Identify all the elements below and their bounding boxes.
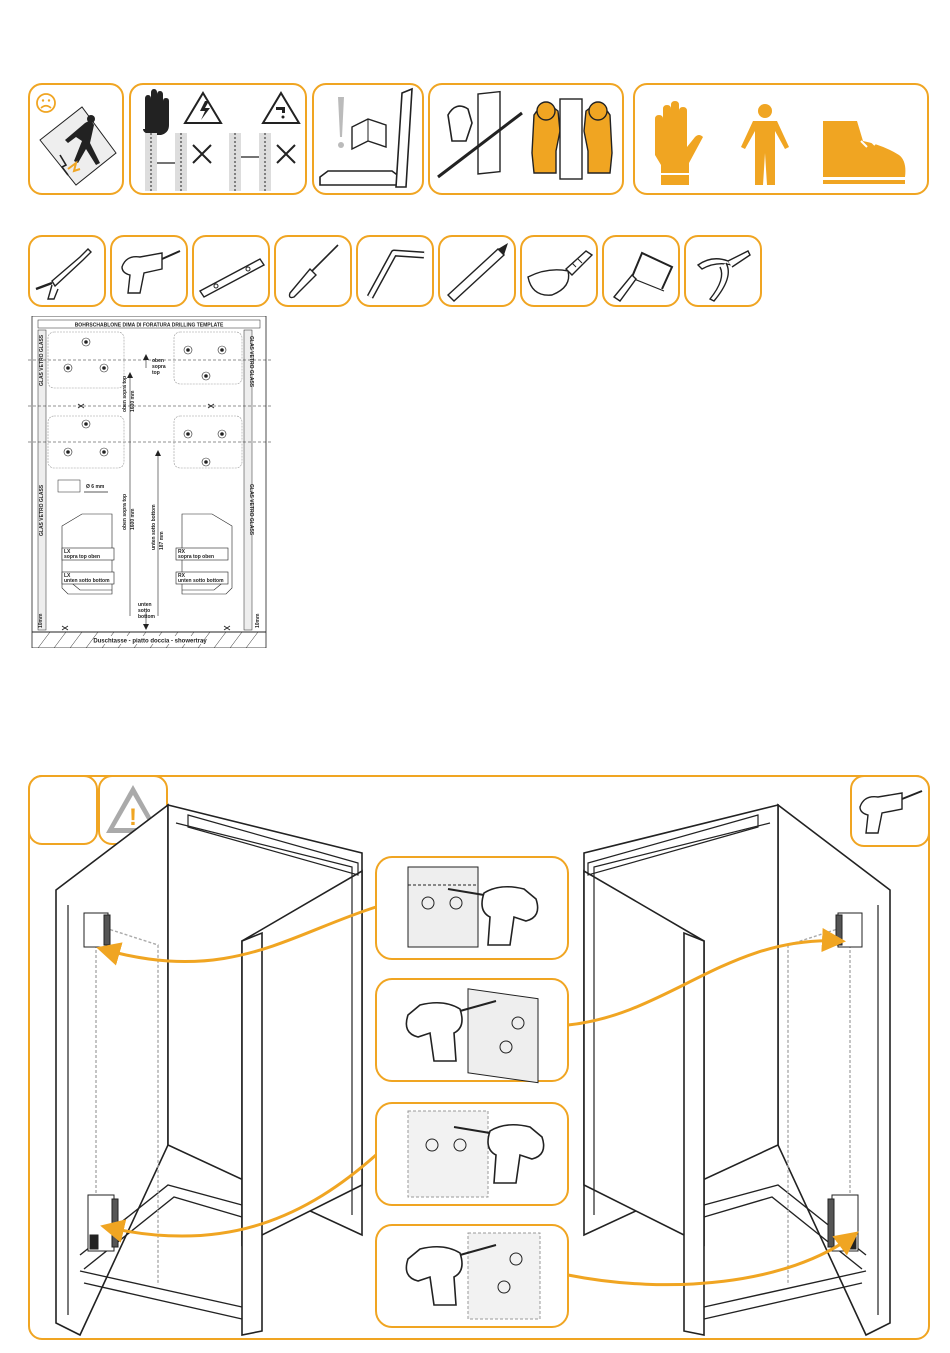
shower-tray-icon (319, 87, 413, 188)
bottom-label-1: unten (138, 602, 152, 608)
detail-callout-2 (375, 978, 569, 1084)
falling-glass-icon (39, 106, 117, 186)
scissors-icon (77, 403, 85, 409)
template-header: BOHRSCHABLONE DIMA DI FORATURA DRILLING … (75, 323, 224, 329)
lx-top-1: LX (64, 549, 71, 555)
electric-hazard-icon (183, 91, 223, 124)
tape-measure-icon (527, 250, 594, 296)
allen-key-icon (366, 249, 425, 299)
wall-cable-1 (145, 133, 212, 191)
left-wall-inner-lines (67, 814, 359, 1315)
scissors-icon (61, 625, 69, 631)
hacksaw-icon (612, 251, 674, 302)
glass-label-right-top: GLAS VETRO GLASS (248, 336, 254, 388)
spirit-level-icon (198, 258, 266, 298)
hole-group-top-left (47, 331, 125, 389)
bottom-label-3: bottom (138, 614, 155, 620)
right-wall-inner-lines (587, 814, 879, 1315)
step-illustration (55, 803, 891, 1337)
power-drill-icon (405, 1001, 463, 1062)
screwdriver-icon (288, 244, 339, 299)
rx-top-1: RX (178, 549, 186, 555)
ppe-overall-icon (741, 104, 789, 185)
two-person-lift-icon (531, 98, 613, 180)
hole-group-top-right (173, 331, 243, 385)
tool-screwdriver (274, 235, 352, 307)
glass-label-left-bottom: GLAS VETRO GLASS (39, 484, 45, 536)
scissors-icon (223, 625, 231, 631)
dim-top-text: oben sopra top (122, 376, 128, 412)
margin-label-right: 10mm (255, 613, 261, 628)
tool-hacksaw (602, 235, 680, 307)
power-drill-icon (859, 790, 923, 834)
pencil-icon (446, 243, 508, 302)
rx-bottom-1: RX (178, 573, 186, 579)
bottom-label-2: sotto (138, 608, 150, 614)
pliers-icon (696, 250, 751, 302)
safety-ppe-panel (633, 83, 929, 195)
detail-callout-1 (375, 856, 569, 960)
drill-size: Ø 6 mm (86, 484, 105, 490)
exclamation-icon (338, 97, 344, 148)
read-manual-icon (351, 118, 387, 151)
dim-bottom-value: 187 mm (159, 531, 165, 550)
silicone-gun-icon (35, 248, 92, 300)
scissors-icon (207, 403, 215, 409)
rx-mini-diagram (175, 513, 233, 595)
safety-two-person-panel (428, 83, 624, 195)
dim-bottom-text: unten sotto bottom (151, 504, 157, 550)
drill-tool-box (850, 775, 930, 847)
drilling-template: BOHRSCHABLONE DIMA DI FORATURA DRILLING … (28, 316, 272, 648)
top-label-3: top (152, 370, 160, 376)
warning-symbol: ! (129, 804, 137, 831)
hole-group-mid-right (173, 415, 243, 469)
safety-sad-panel (28, 83, 124, 195)
lx-mini-diagram (61, 513, 115, 595)
sad-face-icon (36, 93, 56, 113)
tool-drill (110, 235, 188, 307)
ppe-boots-icon (823, 121, 906, 185)
rx-top-2: sopra top oben (178, 554, 214, 560)
left-wall-profile-bottom (87, 1194, 119, 1252)
tool-allen-key (356, 235, 434, 307)
single-person-crossed-icon (437, 90, 523, 179)
dim-mid-value: 1600 mm (130, 508, 136, 530)
wall-cable-2 (229, 133, 296, 191)
dim-top-value: 1600 mm (130, 390, 136, 412)
safety-read-panel (312, 83, 424, 195)
water-hazard-icon (261, 91, 301, 124)
detail-callout-4 (375, 1224, 569, 1328)
power-drill-icon (487, 1123, 545, 1184)
hole-group-mid-left (47, 415, 125, 469)
lx-bottom-1: LX (64, 573, 71, 579)
right-shower-walls (583, 803, 891, 1337)
power-drill-icon (405, 1245, 463, 1306)
left-glass-ghost (95, 924, 159, 1285)
hand-stop-icon (143, 89, 169, 135)
callout-arrows (96, 905, 859, 1287)
dim-mid-text: oben sopra top (122, 494, 128, 530)
floor-label: Duschtasse - piatto doccia - showertray (93, 639, 207, 645)
margin-label-left: 10mm (38, 613, 44, 628)
tool-pliers (684, 235, 762, 307)
glass-label-left-top: GLAS VETRO GLASS (39, 334, 45, 386)
tool-silicone-gun (28, 235, 106, 307)
power-drill-icon (481, 885, 539, 946)
tool-tape (520, 235, 598, 307)
top-label-1: oben (152, 358, 164, 364)
lx-top-2: sopra top oben (64, 554, 100, 560)
tool-level (192, 235, 270, 307)
step-number-box (28, 775, 98, 845)
lx-bottom-2: unten sotto bottom (64, 578, 110, 584)
detail-callout-3 (375, 1102, 569, 1206)
floor-hatch (32, 631, 266, 648)
tool-pencil (438, 235, 516, 307)
rx-bottom-2: unten sotto bottom (178, 578, 224, 584)
left-wall-profile-top (83, 912, 111, 948)
top-label-2: sopra (152, 364, 166, 370)
ppe-gloves-icon (655, 101, 703, 185)
power-drill-icon (121, 250, 181, 294)
glass-label-right-bottom: GLAS VETRO GLASS (248, 484, 254, 536)
safety-cables-panel (129, 83, 307, 195)
